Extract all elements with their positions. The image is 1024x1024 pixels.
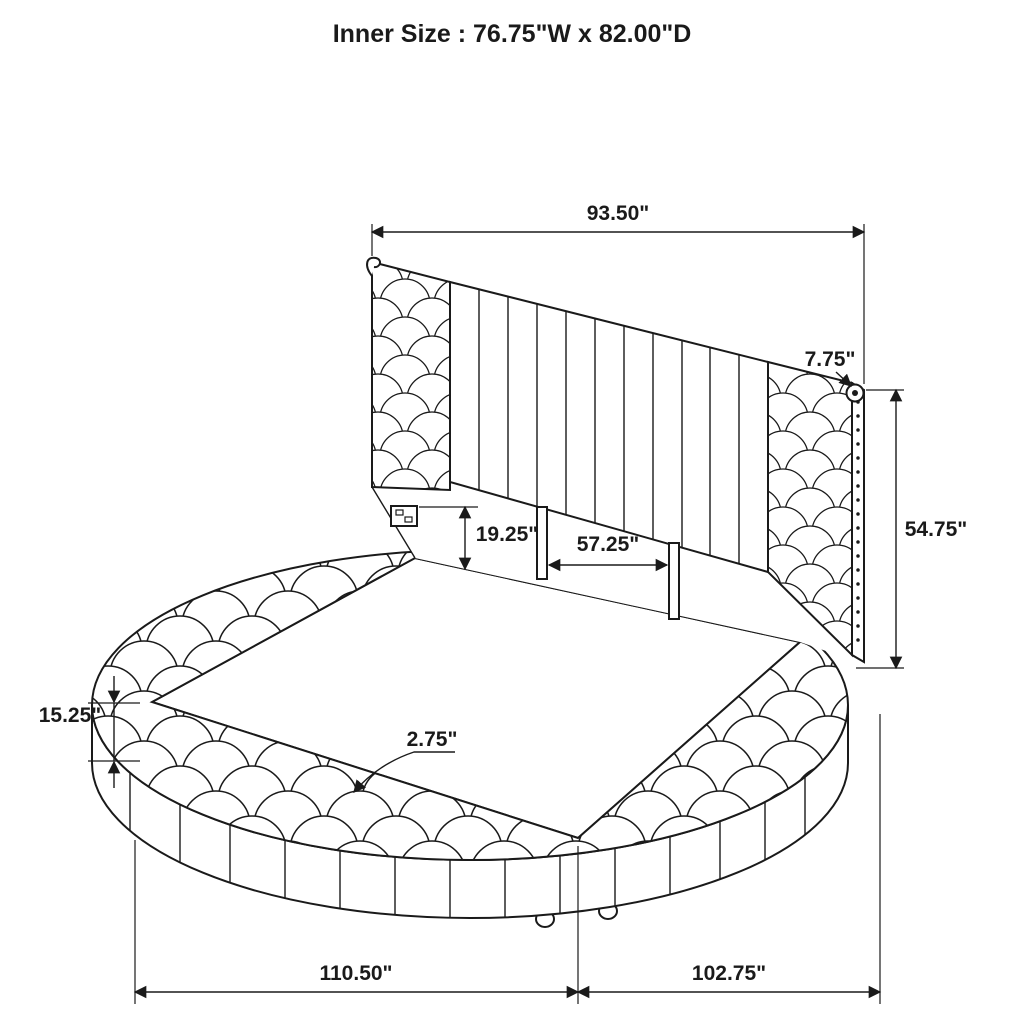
dim-inner-headboard-width-label: 57.25" <box>577 533 640 556</box>
headboard-support-leg-right <box>668 542 680 620</box>
dim-trim-seam-detail: 2.75" <box>353 728 458 793</box>
dim-headboard-edge-thickness: 7.75" <box>805 348 856 387</box>
dim-headboard-height: 54.75" <box>856 388 968 670</box>
channel-tufting-lines <box>478 289 740 564</box>
page-title: Inner Size : 76.75"W x 82.00"D <box>333 20 692 48</box>
left-scroll-icon <box>366 256 382 277</box>
dim-inner-headboard-width: 57.25" <box>547 533 669 572</box>
dim-base-side-height: 15.25" <box>39 676 140 788</box>
headboard-left-wing <box>371 260 451 492</box>
dimension-annotations: 93.50" 7.75" 54.75" 19.25" 57.25" <box>39 202 968 1004</box>
dim-platform-width-label: 102.75" <box>692 962 766 985</box>
dim-headboard-edge-thickness-label: 7.75" <box>805 348 856 371</box>
dim-platform-width: 102.75" <box>576 714 882 1004</box>
headboard-rolled-edge <box>851 381 865 664</box>
right-scroll-center <box>852 390 858 396</box>
dim-trim-seam-detail-label: 2.75" <box>407 728 458 751</box>
side-panel-seams <box>129 773 806 918</box>
bed-drawing <box>91 256 865 928</box>
dim-headboard-height-label: 54.75" <box>905 518 968 541</box>
dim-platform-depth: 110.50" <box>133 840 580 1004</box>
tufted-deck-border <box>92 550 848 860</box>
dim-headboard-to-deck-label: 19.25" <box>476 523 539 546</box>
mounting-bracket <box>390 505 418 527</box>
dim-overall-headboard-width-label: 93.50" <box>587 202 650 225</box>
dim-platform-depth-label: 110.50" <box>319 962 392 985</box>
dim-headboard-to-deck: 19.25" <box>419 505 539 571</box>
headboard <box>366 256 865 664</box>
dim-overall-headboard-width: 93.50" <box>370 202 866 384</box>
headboard-support-leg-left <box>536 506 548 580</box>
dim-base-side-height-label: 15.25" <box>39 704 102 727</box>
